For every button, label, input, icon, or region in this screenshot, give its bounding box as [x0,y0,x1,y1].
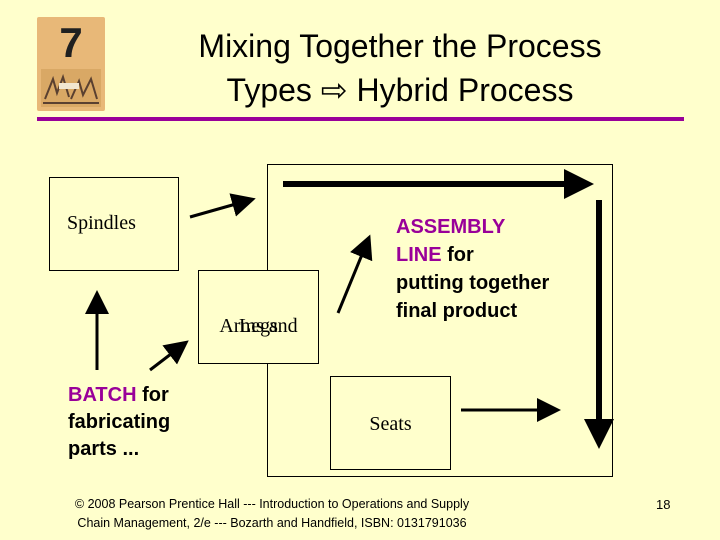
batch-to-arms-arrow [150,344,184,370]
copyright-footer: © 2008 Pearson Prentice Hall --- Introdu… [37,495,507,533]
footer-line-1: © 2008 Pearson Prentice Hall --- Introdu… [37,495,507,514]
page-number: 18 [656,497,670,512]
spindles-to-line-arrow [190,200,250,217]
arms-to-line-arrow [338,240,368,313]
footer-line-2: Chain Management, 2/e --- Bozarth and Ha… [37,514,507,533]
